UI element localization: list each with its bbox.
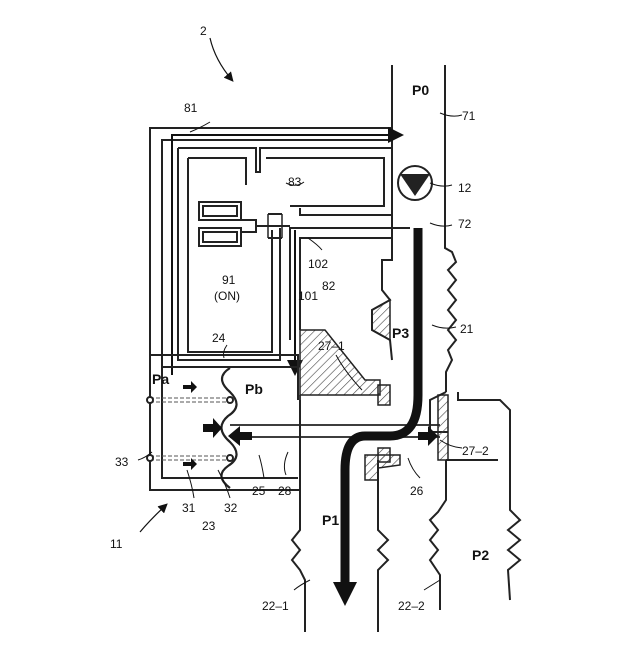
main-flow-arrow — [333, 228, 418, 606]
label-21: 21 — [460, 322, 474, 336]
label-102: 102 — [308, 257, 328, 271]
valve-body-hatched — [300, 300, 448, 480]
label-23: 23 — [202, 519, 216, 533]
label-91: 91 — [222, 273, 236, 287]
outlet-pipe-22-2 — [430, 460, 498, 610]
pressure-Pa: Pa — [152, 371, 169, 387]
solenoid-housing — [178, 148, 392, 360]
label-72: 72 — [458, 217, 472, 231]
label-25: 25 — [252, 484, 266, 498]
label-device-2: 2 — [200, 24, 207, 38]
pressure-P1: P1 — [322, 512, 339, 528]
label-28: 28 — [278, 484, 292, 498]
diaphragm-chamber-23 — [147, 355, 298, 488]
label-11: 11 — [110, 537, 123, 551]
label-12: 12 — [458, 181, 472, 195]
pressure-P0: P0 — [412, 82, 429, 98]
check-valve-12 — [398, 166, 432, 200]
label-33: 33 — [115, 455, 129, 469]
pressure-Pb: Pb — [245, 381, 263, 397]
label-101: 101 — [298, 289, 318, 303]
label-22-2: 22–2 — [398, 599, 425, 613]
label-81: 81 — [184, 101, 198, 115]
label-27-1: 27–1 — [318, 339, 345, 353]
label-71: 71 — [462, 109, 476, 123]
label-24: 24 — [212, 331, 226, 345]
label-22-1: 22–1 — [262, 599, 289, 613]
label-83: 83 — [288, 175, 302, 189]
label-91-state: (ON) — [214, 289, 240, 303]
label-32: 32 — [224, 501, 238, 515]
pressure-P2: P2 — [472, 547, 489, 563]
pressure-P3: P3 — [392, 325, 409, 341]
label-82: 82 — [322, 279, 336, 293]
label-27-2: 27–2 — [462, 444, 489, 458]
label-31: 31 — [182, 501, 196, 515]
label-26: 26 — [410, 484, 424, 498]
